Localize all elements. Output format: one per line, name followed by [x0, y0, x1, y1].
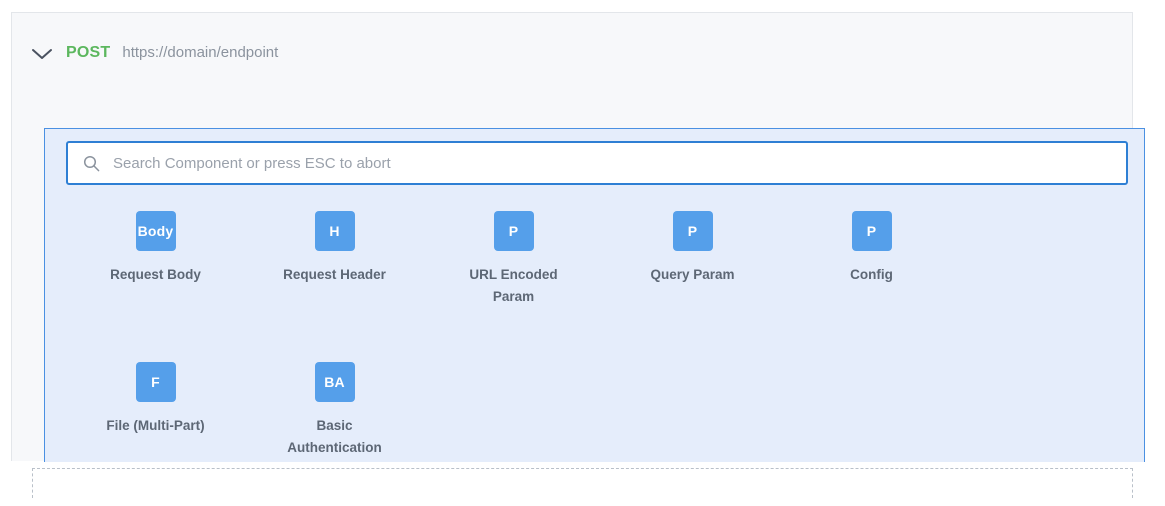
search-bar[interactable] [66, 141, 1128, 185]
component-label: Config [850, 267, 893, 282]
request-url: https://domain/endpoint [122, 44, 279, 61]
component-item-request-header[interactable]: H Request Header [245, 204, 424, 308]
component-label: Request Header [283, 267, 386, 282]
request-header: POST https://domain/endpoint [12, 13, 1132, 105]
component-label: URL Encoded Param [469, 267, 558, 304]
search-input[interactable] [113, 143, 1126, 183]
component-item-request-body[interactable]: Body Request Body [66, 204, 245, 308]
component-item-basic-authentication[interactable]: BA Basic Authentication [245, 355, 424, 459]
component-grid: Body Request Body H Request Header P URL… [66, 204, 1128, 506]
component-label: Query Param [650, 267, 735, 282]
request-method: POST [66, 44, 111, 61]
component-tile-abbr: H [314, 211, 355, 251]
component-item-url-encoded-param[interactable]: P URL Encoded Param [424, 204, 603, 308]
component-tile-abbr: F [135, 362, 176, 402]
component-picker-panel: Body Request Body H Request Header P URL… [44, 128, 1145, 462]
component-tile-abbr: P [851, 211, 892, 251]
component-label: Basic Authentication [287, 418, 382, 455]
component-label: File (Multi-Part) [106, 418, 205, 433]
request-card: POST https://domain/endpoint Body Reques… [11, 12, 1145, 462]
component-tile-abbr: BA [314, 362, 355, 402]
component-item-query-param[interactable]: P Query Param [603, 204, 782, 308]
component-tile-abbr: Body [135, 211, 176, 251]
chevron-down-icon[interactable] [29, 41, 55, 67]
component-item-config[interactable]: P Config [782, 204, 961, 308]
component-tile-abbr: P [493, 211, 534, 251]
search-icon [82, 154, 100, 172]
component-label: Request Body [110, 267, 201, 282]
component-item-file-multi-part[interactable]: F File (Multi-Part) [66, 355, 245, 459]
component-tile-abbr: P [672, 211, 713, 251]
